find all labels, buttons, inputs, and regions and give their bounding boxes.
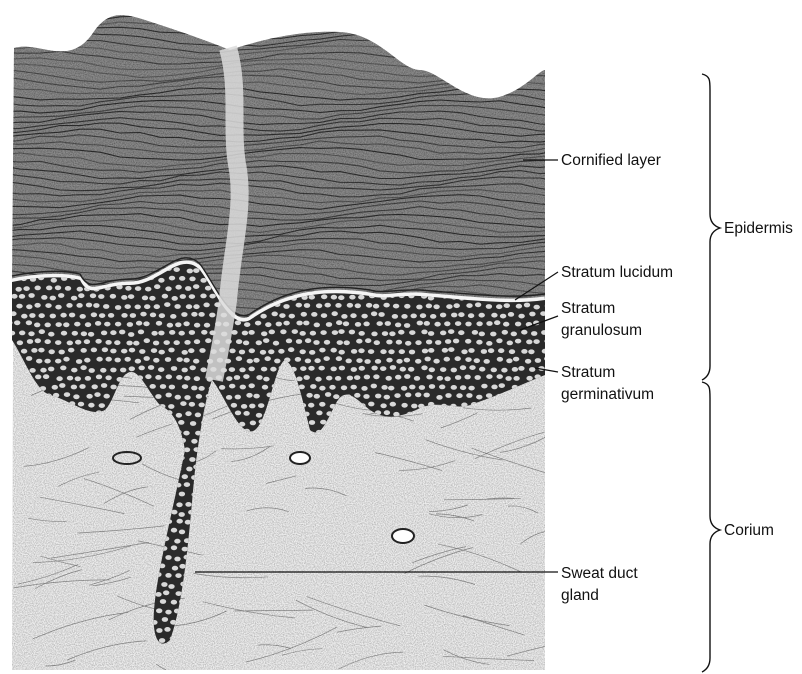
epidermis-brace xyxy=(702,74,720,380)
label-corium: Corium xyxy=(724,520,774,541)
label-stratum-granulosum-line1: Stratum xyxy=(561,298,615,319)
label-sweat-duct-line2: gland xyxy=(561,585,599,606)
label-stratum-granulosum-line2: granulosum xyxy=(561,320,642,341)
label-epidermis: Epidermis xyxy=(724,218,793,239)
corium-brace xyxy=(702,382,720,672)
label-stratum-germinativum-line2: germinativum xyxy=(561,384,654,405)
vessel-2 xyxy=(290,452,310,464)
vessel-3 xyxy=(392,529,414,543)
label-stratum-lucidum: Stratum lucidum xyxy=(561,262,673,283)
label-stratum-germinativum-line1: Stratum xyxy=(561,362,615,383)
label-sweat-duct-line1: Sweat duct xyxy=(561,563,638,584)
label-cornified-layer: Cornified layer xyxy=(561,150,661,171)
